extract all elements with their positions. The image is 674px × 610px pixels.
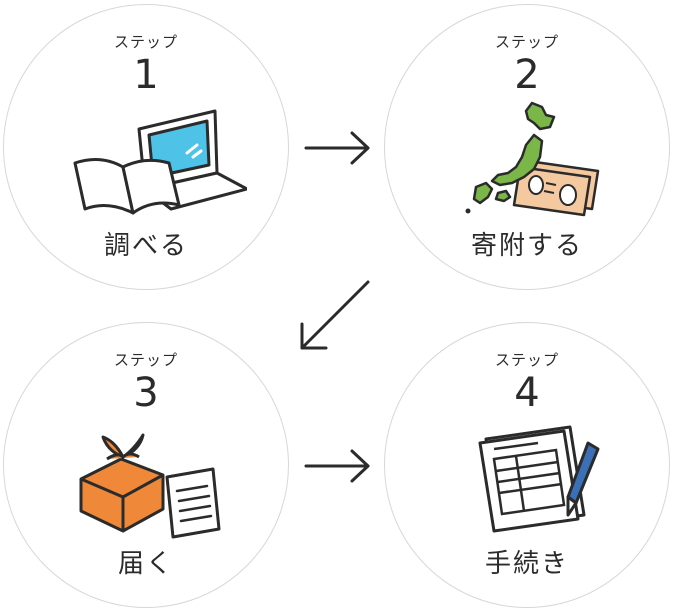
step-4-circle: ステップ 4 手続き xyxy=(384,322,670,608)
step-2-tag: ステップ xyxy=(494,33,559,51)
step-2-number: 2 xyxy=(514,52,540,98)
step-1-tag: ステップ xyxy=(113,33,178,51)
step-2-circle: ステップ 2 寄附する xyxy=(384,4,670,290)
laptop-book-icon xyxy=(73,109,247,215)
arrow-right-icon xyxy=(304,449,370,483)
form-pen-icon xyxy=(478,425,600,533)
step-1-label: 調べる xyxy=(103,231,188,261)
gift-box-document-icon xyxy=(79,433,221,539)
arrow-right-icon xyxy=(304,131,370,165)
arrow-down-left-icon xyxy=(300,280,370,350)
step-1-circle: ステップ 1 調べる xyxy=(3,4,289,290)
step-4-number: 4 xyxy=(514,370,540,416)
step-4-tag: ステップ xyxy=(494,351,559,369)
step-3-number: 3 xyxy=(133,370,159,416)
step-4-label: 手続き xyxy=(484,549,569,579)
step-3-label: 届く xyxy=(117,549,174,579)
step-1-number: 1 xyxy=(133,52,159,98)
step-2-label: 寄附する xyxy=(470,231,583,261)
step-3-tag: ステップ xyxy=(113,351,178,369)
step-3-circle: ステップ 3 届く xyxy=(3,322,289,608)
japan-map-money-icon xyxy=(465,101,600,217)
